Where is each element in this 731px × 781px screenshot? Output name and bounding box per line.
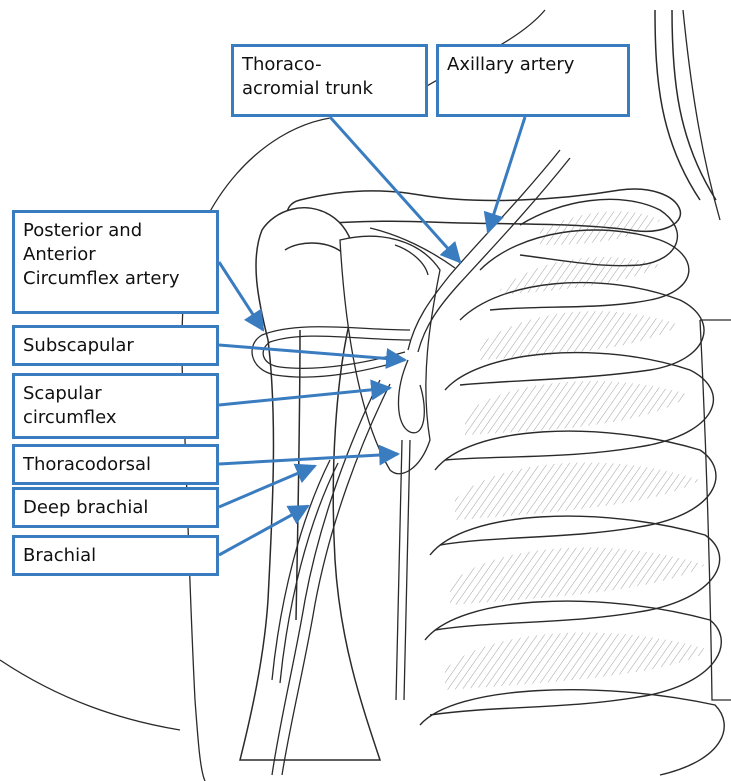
label-posterior-anterior-circumflex: Posterior and Anterior Circumflex artery xyxy=(12,210,219,314)
thoracodorsal-vessel xyxy=(396,440,402,700)
left-arm-outline xyxy=(0,660,180,730)
rib-shading xyxy=(445,211,710,690)
label-axillary-artery: Axillary artery xyxy=(436,44,630,117)
sternum xyxy=(700,320,731,700)
label-deep-brachial: Deep brachial xyxy=(12,487,219,528)
rib-8 xyxy=(420,690,724,775)
label-subscapular: Subscapular xyxy=(12,325,219,366)
label-brachial: Brachial xyxy=(12,535,219,576)
label-scapular-circumflex: Scapular circumflex xyxy=(12,373,219,439)
label-thoraco-acromial-trunk: Thoraco- acromial trunk xyxy=(231,44,428,117)
label-thoracodorsal: Thoracodorsal xyxy=(12,444,219,485)
right-body-outline xyxy=(683,10,720,220)
